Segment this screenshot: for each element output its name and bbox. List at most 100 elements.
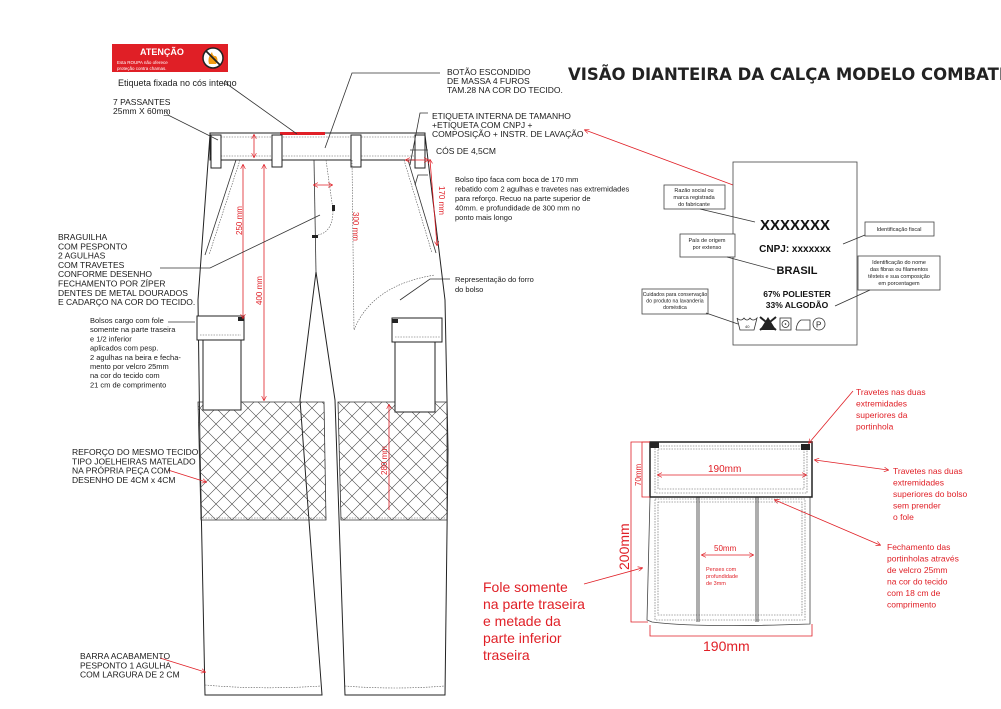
text-line: de 3mm xyxy=(706,581,726,587)
iron-icon xyxy=(795,319,811,331)
dim-pocket-height: 200mm xyxy=(616,523,632,570)
care-label: XXXXXXX CNPJ: xxxxxxx BRASIL 67% POLIEST… xyxy=(641,161,941,346)
svg-text:40: 40 xyxy=(745,324,750,329)
care-label-country: BRASIL xyxy=(777,265,818,277)
no-bleach-icon xyxy=(759,316,777,331)
care-label-composition-1: 67% POLIESTER xyxy=(763,289,831,299)
text-line: e metade da xyxy=(483,613,561,629)
text-line: COMPOSIÇÃO + INSTR. DE LAVAÇÃO xyxy=(432,129,584,139)
callout-fibras xyxy=(857,255,941,291)
text-line: 25mm X 60mm xyxy=(113,106,171,116)
dim-pleat-width: 50mm xyxy=(714,544,737,553)
text-line: têxteis e sua composição xyxy=(868,274,930,280)
text-line: das fibras ou filamentos xyxy=(870,267,928,273)
text-line: aplicados com pesp. xyxy=(90,344,158,353)
text-line: em porcentagem xyxy=(878,281,920,287)
wash-40-icon: 40 xyxy=(736,316,758,331)
care-label-composition-2: 33% ALGODÃO xyxy=(766,300,829,310)
text-line: NA PRÓPRIA PEÇA COM xyxy=(72,466,171,476)
cargo-pocket-right xyxy=(391,317,443,413)
dim-170mm: 170 mm xyxy=(437,186,446,215)
text-line: 21 cm de comprimento xyxy=(90,380,166,389)
text-line: 40mm. e profundidade de 300 mm no xyxy=(455,204,580,213)
dim-250mm: 250 mm xyxy=(235,206,244,235)
warning-line: proteção contra chamas. xyxy=(117,66,167,71)
text-line: do bolso xyxy=(455,285,483,294)
text-line: parte inferior xyxy=(483,630,562,646)
text-line: profundidade xyxy=(706,574,738,580)
note-etiqueta-interna: ETIQUETA INTERNA DE TAMANHO+ETIQUETA COM… xyxy=(432,111,584,139)
text-line: FECHAMENTO POR ZÍPER xyxy=(58,279,166,289)
text-line: portinhola xyxy=(856,422,894,432)
note-etiqueta-cos: Etiqueta fixada no cós interno xyxy=(118,78,237,88)
callout-fiscal xyxy=(864,221,935,237)
text-line: Razão social ou xyxy=(674,188,713,194)
cargo-pocket-left xyxy=(196,315,245,411)
dim-300mm: 300 mm xyxy=(351,212,360,241)
text-line: e 1/2 inferior xyxy=(90,334,132,343)
warning-heading: ATENÇÃO xyxy=(140,47,184,57)
text-line: Travetes nas duas xyxy=(856,387,926,397)
text-line: E CADARÇO NA COR DO TECIDO. xyxy=(58,297,195,307)
text-line: somente na parte traseira xyxy=(90,325,176,334)
care-label-cnpj: CNPJ: xxxxxxx xyxy=(759,244,831,255)
svg-text:P: P xyxy=(816,321,821,330)
callout-razao xyxy=(663,184,726,210)
text-line: doméstica xyxy=(663,305,687,311)
text-line: Identificação do nome xyxy=(872,260,926,266)
text-line: TIPO JOELHEIRAS MATELADO xyxy=(72,456,196,466)
dim-400mm: 400 mm xyxy=(255,276,264,305)
text-line: Cuidados para conservação xyxy=(643,292,708,298)
text-line: +ETIQUETA COM CNPJ + xyxy=(432,120,532,130)
dim-280mm: 280 mm xyxy=(380,446,389,475)
text-line: na cor do tecido xyxy=(887,577,948,587)
text-line: do produto na lavanderia xyxy=(646,299,704,305)
knee-patch-left xyxy=(197,401,327,521)
text-line: na parte traseira xyxy=(483,596,585,612)
page-title: VISÃO DIANTEIRA DA CALÇA MODELO COMBATE xyxy=(568,65,1001,84)
callout-cuidados xyxy=(641,288,709,315)
text-line: TAM.28 NA COR DO TECIDO. xyxy=(447,85,563,95)
text-line: Fechamento das xyxy=(887,542,950,552)
text-line: DESENHO DE 4CM x 4CM xyxy=(72,475,175,485)
text-line: extremidades xyxy=(893,478,944,488)
callout-pais xyxy=(679,233,736,258)
text-line: sem prender xyxy=(893,501,941,511)
text-line: traseira xyxy=(483,647,530,663)
note-cos: CÓS DE 4,5CM xyxy=(436,146,496,156)
text-line: ETIQUETA INTERNA DE TAMANHO xyxy=(432,111,571,121)
text-line: o fole xyxy=(893,512,914,522)
text-line: COM LARGURA DE 2 CM xyxy=(80,670,180,680)
dim-flap-width: 190mm xyxy=(708,464,741,475)
text-line: Bolso tipo faca com boca de 170 mm xyxy=(455,175,578,184)
text-line: 2 AGULHAS xyxy=(58,251,106,261)
belt-loops xyxy=(210,134,426,169)
text-line: para reforço. Recuo na parte superior de xyxy=(455,194,591,203)
text-line: BARRA ACABAMENTO xyxy=(80,651,170,661)
text-line: BRAGUILHA xyxy=(58,232,107,242)
pants-front-view: 250 mm 400 mm 300 mm 170 mm 280 mm xyxy=(196,132,449,696)
text-line: DE MASSA 4 FUROS xyxy=(447,76,530,86)
text-line: de velcro 25mm xyxy=(887,565,947,575)
text-line: COM TRAVETES xyxy=(58,260,125,270)
text-line: DENTES DE METAL DOURADOS xyxy=(58,288,188,298)
text-line: Penses com xyxy=(706,567,737,573)
warning-label: ATENÇÃO Esta ROUPA não oferece proteção … xyxy=(112,44,228,72)
text-line: 2 agulhas na beira e fecha- xyxy=(90,353,181,362)
text-line: Bolsos cargo com fole xyxy=(90,316,164,325)
text-line: Identificação fiscal xyxy=(877,227,922,233)
text-line: Etiqueta fixada no cós interno xyxy=(118,78,237,88)
text-line: superiores da xyxy=(856,410,908,420)
